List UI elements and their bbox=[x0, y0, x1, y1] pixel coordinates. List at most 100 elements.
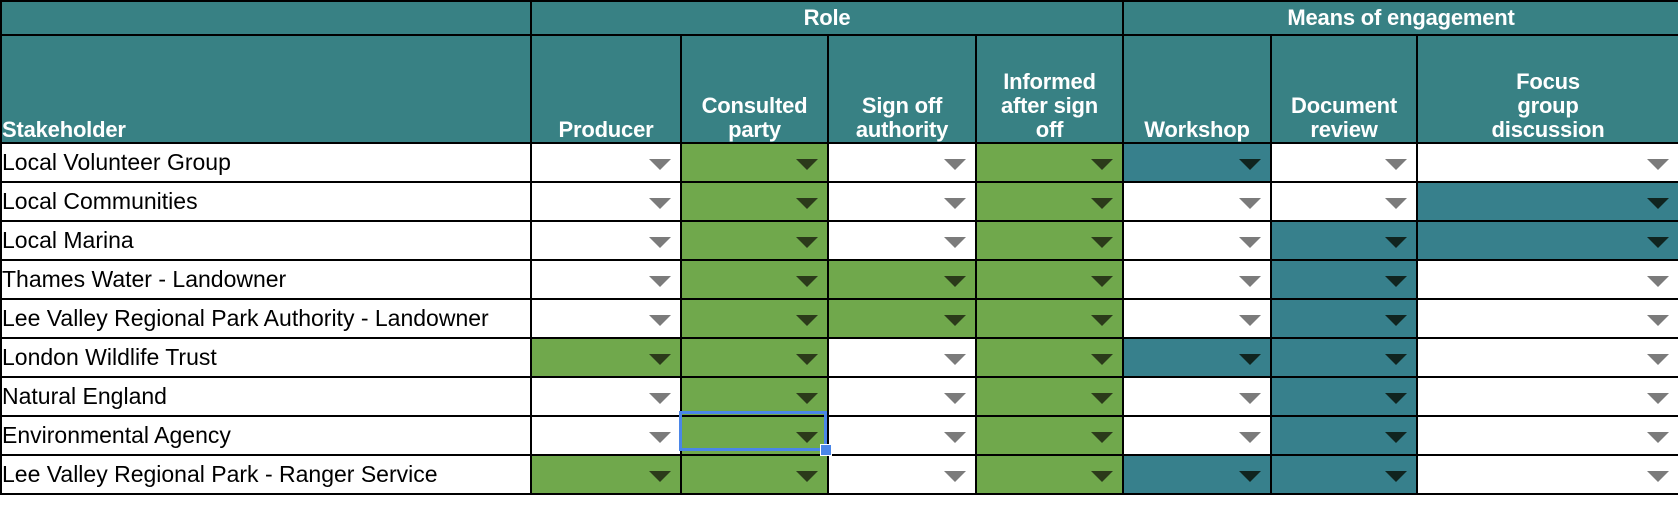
stakeholder-name-cell[interactable]: Thames Water - Landowner bbox=[0, 259, 532, 300]
cell-focus-group-discussion[interactable] bbox=[1415, 142, 1678, 183]
cell-informed-after-sign-off[interactable] bbox=[975, 376, 1124, 417]
cell-consulted-party[interactable] bbox=[680, 337, 829, 378]
stakeholder-name-cell[interactable]: Environmental Agency bbox=[0, 415, 532, 456]
cell-document-review[interactable] bbox=[1270, 259, 1418, 300]
chevron-down-icon[interactable] bbox=[1239, 158, 1261, 170]
chevron-down-icon[interactable] bbox=[796, 470, 818, 482]
chevron-down-icon[interactable] bbox=[1385, 431, 1407, 443]
cell-workshop[interactable] bbox=[1122, 376, 1272, 417]
cell-document-review[interactable] bbox=[1270, 454, 1418, 495]
chevron-down-icon[interactable] bbox=[1239, 353, 1261, 365]
cell-consulted-party[interactable] bbox=[680, 454, 829, 495]
cell-document-review[interactable] bbox=[1270, 142, 1418, 183]
chevron-down-icon[interactable] bbox=[1385, 197, 1407, 209]
chevron-down-icon[interactable] bbox=[1647, 353, 1670, 365]
chevron-down-icon[interactable] bbox=[1647, 314, 1670, 326]
chevron-down-icon[interactable] bbox=[1239, 314, 1261, 326]
cell-producer[interactable] bbox=[530, 415, 682, 456]
cell-focus-group-discussion[interactable] bbox=[1415, 298, 1678, 339]
cell-producer[interactable] bbox=[530, 376, 682, 417]
chevron-down-icon[interactable] bbox=[1091, 158, 1113, 170]
cell-producer[interactable] bbox=[530, 259, 682, 300]
cell-informed-after-sign-off[interactable] bbox=[975, 181, 1124, 222]
cell-producer[interactable] bbox=[530, 220, 682, 261]
chevron-down-icon[interactable] bbox=[1385, 275, 1407, 287]
chevron-down-icon[interactable] bbox=[1091, 236, 1113, 248]
chevron-down-icon[interactable] bbox=[1091, 197, 1113, 209]
stakeholder-name-cell[interactable]: Lee Valley Regional Park Authority - Lan… bbox=[0, 298, 532, 339]
cell-sign-off-authority[interactable] bbox=[827, 259, 977, 300]
cell-document-review[interactable] bbox=[1270, 181, 1418, 222]
header-producer[interactable]: Producer bbox=[530, 34, 682, 144]
chevron-down-icon[interactable] bbox=[944, 431, 966, 443]
chevron-down-icon[interactable] bbox=[649, 392, 671, 404]
cell-informed-after-sign-off[interactable] bbox=[975, 337, 1124, 378]
cell-focus-group-discussion[interactable] bbox=[1415, 220, 1678, 261]
cell-sign-off-authority[interactable] bbox=[827, 415, 977, 456]
stakeholder-name-cell[interactable]: London Wildlife Trust bbox=[0, 337, 532, 378]
header-sign-off-authority[interactable]: Sign off authority bbox=[827, 34, 977, 144]
cell-document-review[interactable] bbox=[1270, 415, 1418, 456]
chevron-down-icon[interactable] bbox=[944, 470, 966, 482]
cell-sign-off-authority[interactable] bbox=[827, 142, 977, 183]
chevron-down-icon[interactable] bbox=[649, 431, 671, 443]
header-document-review[interactable]: Document review bbox=[1270, 34, 1418, 144]
chevron-down-icon[interactable] bbox=[796, 197, 818, 209]
chevron-down-icon[interactable] bbox=[1091, 314, 1113, 326]
chevron-down-icon[interactable] bbox=[1091, 392, 1113, 404]
cell-workshop[interactable] bbox=[1122, 259, 1272, 300]
chevron-down-icon[interactable] bbox=[649, 236, 671, 248]
cell-informed-after-sign-off[interactable] bbox=[975, 454, 1124, 495]
chevron-down-icon[interactable] bbox=[796, 314, 818, 326]
cell-producer[interactable] bbox=[530, 337, 682, 378]
cell-document-review[interactable] bbox=[1270, 376, 1418, 417]
cell-focus-group-discussion[interactable] bbox=[1415, 181, 1678, 222]
chevron-down-icon[interactable] bbox=[944, 236, 966, 248]
chevron-down-icon[interactable] bbox=[1647, 275, 1670, 287]
chevron-down-icon[interactable] bbox=[649, 353, 671, 365]
cell-workshop[interactable] bbox=[1122, 298, 1272, 339]
cell-sign-off-authority[interactable] bbox=[827, 220, 977, 261]
cell-workshop[interactable] bbox=[1122, 454, 1272, 495]
chevron-down-icon[interactable] bbox=[649, 158, 671, 170]
cell-consulted-party[interactable] bbox=[680, 376, 829, 417]
chevron-down-icon[interactable] bbox=[944, 197, 966, 209]
cell-document-review[interactable] bbox=[1270, 220, 1418, 261]
chevron-down-icon[interactable] bbox=[1647, 236, 1670, 248]
chevron-down-icon[interactable] bbox=[796, 431, 818, 443]
stakeholder-name-cell[interactable]: Natural England bbox=[0, 376, 532, 417]
cell-workshop[interactable] bbox=[1122, 142, 1272, 183]
chevron-down-icon[interactable] bbox=[1239, 431, 1261, 443]
chevron-down-icon[interactable] bbox=[1385, 236, 1407, 248]
chevron-down-icon[interactable] bbox=[1091, 470, 1113, 482]
cell-producer[interactable] bbox=[530, 142, 682, 183]
cell-workshop[interactable] bbox=[1122, 181, 1272, 222]
cell-informed-after-sign-off[interactable] bbox=[975, 415, 1124, 456]
chevron-down-icon[interactable] bbox=[649, 275, 671, 287]
cell-focus-group-discussion[interactable] bbox=[1415, 376, 1678, 417]
cell-informed-after-sign-off[interactable] bbox=[975, 220, 1124, 261]
cell-sign-off-authority[interactable] bbox=[827, 298, 977, 339]
cell-document-review[interactable] bbox=[1270, 298, 1418, 339]
chevron-down-icon[interactable] bbox=[1091, 431, 1113, 443]
cell-workshop[interactable] bbox=[1122, 220, 1272, 261]
chevron-down-icon[interactable] bbox=[944, 392, 966, 404]
header-stakeholder[interactable]: Stakeholder bbox=[0, 34, 532, 144]
chevron-down-icon[interactable] bbox=[1647, 158, 1670, 170]
chevron-down-icon[interactable] bbox=[1647, 470, 1670, 482]
chevron-down-icon[interactable] bbox=[944, 158, 966, 170]
cell-focus-group-discussion[interactable] bbox=[1415, 415, 1678, 456]
cell-focus-group-discussion[interactable] bbox=[1415, 454, 1678, 495]
stakeholder-name-cell[interactable]: Lee Valley Regional Park - Ranger Servic… bbox=[0, 454, 532, 495]
stakeholder-name-cell[interactable]: Local Communities bbox=[0, 181, 532, 222]
chevron-down-icon[interactable] bbox=[1239, 236, 1261, 248]
chevron-down-icon[interactable] bbox=[1385, 314, 1407, 326]
chevron-down-icon[interactable] bbox=[1385, 158, 1407, 170]
chevron-down-icon[interactable] bbox=[1239, 392, 1261, 404]
chevron-down-icon[interactable] bbox=[1239, 470, 1261, 482]
cell-sign-off-authority[interactable] bbox=[827, 376, 977, 417]
cell-sign-off-authority[interactable] bbox=[827, 337, 977, 378]
chevron-down-icon[interactable] bbox=[1091, 353, 1113, 365]
chevron-down-icon[interactable] bbox=[796, 353, 818, 365]
chevron-down-icon[interactable] bbox=[649, 470, 671, 482]
